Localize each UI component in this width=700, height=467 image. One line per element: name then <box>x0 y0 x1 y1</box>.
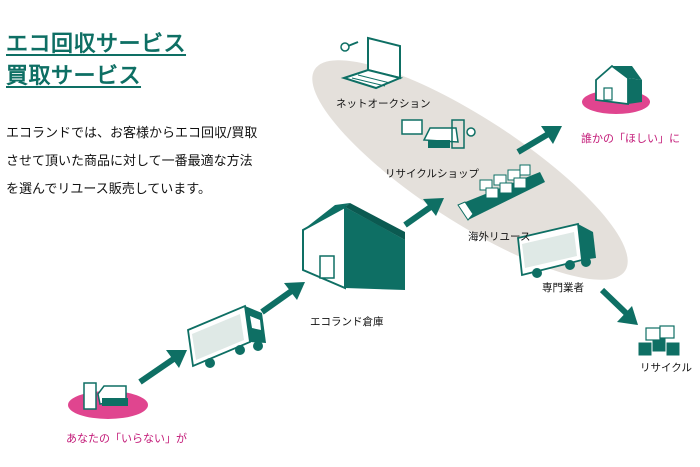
label-overseas-reuse: 海外リユース <box>468 231 531 243</box>
label-wanted: 誰かの「ほしい」に <box>581 132 680 145</box>
unwanted-items-icon <box>68 382 148 419</box>
arrow-to-wanted <box>516 126 562 155</box>
arrow-to-warehouse <box>260 282 305 315</box>
label-recycle-shop: リサイクルショップ <box>385 168 479 180</box>
label-net-auction: ネットオークション <box>336 98 431 110</box>
warehouse-icon <box>302 203 405 290</box>
furniture-icon <box>401 119 476 149</box>
label-recycle: リサイクル <box>640 362 692 374</box>
arrow-to-channels <box>403 198 444 228</box>
label-specialist: 専門業者 <box>542 282 584 294</box>
description-line-1: エコランドでは、お客様からエコ回収/買取 <box>6 126 258 141</box>
description-line-3: を選んでリユース販売しています。 <box>6 182 212 197</box>
title-buyback: 買取サービス <box>6 64 142 89</box>
arrow-to-truck <box>138 350 187 385</box>
recycle-boxes-icon <box>637 325 681 357</box>
arrow-to-recycle <box>599 287 638 325</box>
label-warehouse: エコランド倉庫 <box>310 316 384 328</box>
title-eco-collection: エコ回収サービス <box>6 32 187 57</box>
label-unwanted: あなたの「いらない」が <box>66 432 187 445</box>
channels-ellipse <box>312 60 628 280</box>
ship-icon <box>457 164 545 221</box>
collection-truck-icon <box>187 304 266 368</box>
laptop-icon <box>340 36 404 90</box>
specialist-truck-icon <box>517 222 596 278</box>
house-icon <box>582 64 650 114</box>
description-line-2: させて頂いた商品に対して一番最適な方法 <box>6 154 253 169</box>
